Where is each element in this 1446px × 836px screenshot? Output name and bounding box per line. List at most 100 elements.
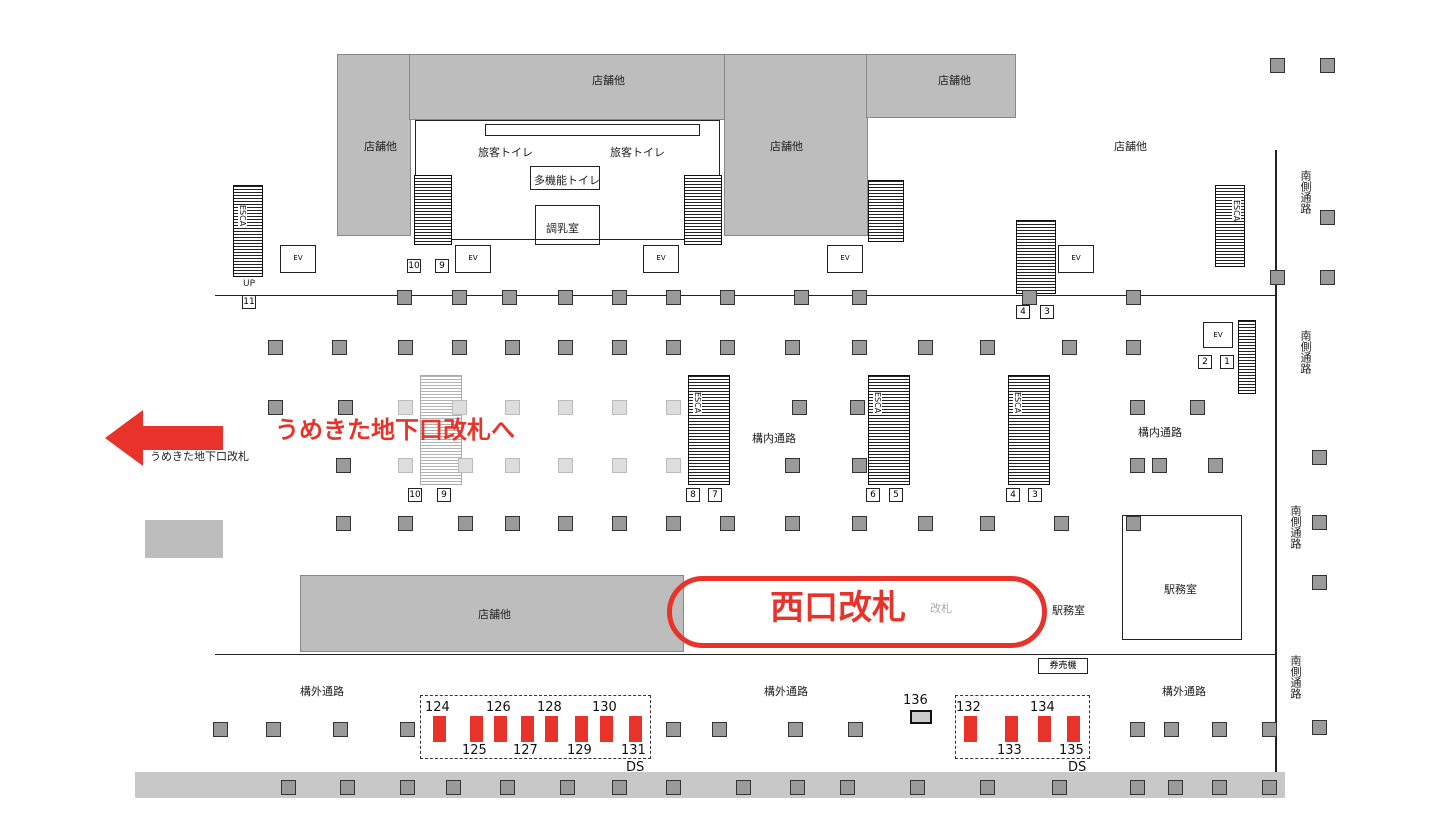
passage-label: 構内通路	[752, 432, 796, 445]
pillar	[666, 458, 681, 473]
shop-block	[724, 54, 868, 236]
escalator	[1238, 320, 1256, 394]
escalator-number: 8	[686, 488, 700, 502]
pillar	[1312, 515, 1327, 530]
escalator-number: 5	[889, 488, 903, 502]
escalator-number: 9	[437, 488, 451, 502]
pillar	[458, 516, 473, 531]
ad-marker	[1005, 716, 1018, 742]
ad-number: 127	[513, 743, 538, 758]
pillar	[1320, 210, 1335, 225]
escalator-number: 9	[435, 259, 449, 273]
pillar	[268, 340, 283, 355]
ev-label: EV	[656, 254, 666, 262]
multi-toilet-label: 多機能トイレ	[534, 174, 600, 187]
shop-label: 店舗他	[478, 608, 511, 621]
ad-marker	[1038, 716, 1051, 742]
pillar	[505, 400, 520, 415]
pillar	[340, 780, 355, 795]
escalator	[1016, 220, 1056, 294]
escalator	[414, 175, 452, 245]
pillar	[790, 780, 805, 795]
escalator	[1215, 185, 1245, 267]
pillar	[1312, 575, 1327, 590]
pillar	[400, 780, 415, 795]
pillar	[1052, 780, 1067, 795]
ticket-machine-label: 券売機	[1049, 661, 1077, 671]
pillar	[558, 340, 573, 355]
shop-label: 店舗他	[364, 140, 397, 153]
pillar	[1168, 780, 1183, 795]
pillar	[1312, 450, 1327, 465]
ad-136-marker	[910, 710, 932, 724]
shop-block	[866, 54, 1016, 118]
passage-label: 構外通路	[1162, 685, 1206, 698]
ad-marker	[433, 716, 446, 742]
umekita-callout: うめきた地下口改札へ	[275, 416, 515, 444]
pillar	[1022, 290, 1037, 305]
ad-number: 128	[537, 700, 562, 715]
pillar	[852, 458, 867, 473]
elevator: EV	[643, 245, 679, 273]
escalator-number: 4	[1006, 488, 1020, 502]
shop-block	[409, 54, 726, 120]
ad-number: 136	[903, 693, 928, 708]
escalator-number: 3	[1028, 488, 1042, 502]
ev-label: EV	[1071, 254, 1081, 262]
pillar	[505, 340, 520, 355]
ad-marker	[521, 716, 534, 742]
ad-number: 133	[997, 743, 1022, 758]
umekita-gate-label: うめきた地下口改札	[150, 450, 249, 463]
pillar	[336, 458, 351, 473]
pillar	[720, 340, 735, 355]
pillar	[1208, 458, 1223, 473]
station-office-label: 駅務室	[1052, 604, 1085, 617]
multi-toilet	[530, 166, 600, 190]
pillar	[1152, 458, 1167, 473]
ad-marker	[494, 716, 507, 742]
esca-label: ESCA	[238, 205, 247, 227]
east-wall	[1275, 150, 1277, 790]
ad-number: 125	[462, 743, 487, 758]
pillar	[1062, 340, 1077, 355]
shop-label: 店舗他	[770, 140, 803, 153]
ad-number: 134	[1030, 700, 1055, 715]
escalator	[233, 185, 263, 277]
pillar	[452, 290, 467, 305]
pillar	[1312, 720, 1327, 735]
west-gate-callout: 西口改札	[770, 588, 906, 628]
pillar	[458, 458, 473, 473]
escalator	[420, 375, 462, 485]
pillar	[452, 340, 467, 355]
ad-marker	[1067, 716, 1080, 742]
pillar	[612, 780, 627, 795]
ds-label: DS	[1068, 760, 1087, 775]
pillar	[980, 780, 995, 795]
pillar	[666, 780, 681, 795]
escalator-number: 11	[242, 295, 256, 309]
pillar	[666, 340, 681, 355]
pillar	[980, 340, 995, 355]
pillar	[1054, 516, 1069, 531]
pillar	[266, 722, 281, 737]
pillar	[558, 290, 573, 305]
pillar	[852, 290, 867, 305]
pillar	[213, 722, 228, 737]
pillar	[398, 340, 413, 355]
passage-label: 南側通路	[1299, 330, 1312, 374]
escalator-number: 6	[866, 488, 880, 502]
pillar	[612, 290, 627, 305]
ad-marker	[575, 716, 588, 742]
pillar	[1130, 780, 1145, 795]
passage-label: 南側通路	[1289, 505, 1302, 549]
pillar	[666, 290, 681, 305]
nursing-room-label: 調乳室	[546, 222, 579, 235]
pillar	[452, 400, 467, 415]
pillar	[1164, 722, 1179, 737]
station-office	[1122, 515, 1242, 640]
ad-number: 132	[956, 700, 981, 715]
pillar	[736, 780, 751, 795]
esca-label: ESCA	[693, 392, 702, 414]
pillar	[560, 780, 575, 795]
